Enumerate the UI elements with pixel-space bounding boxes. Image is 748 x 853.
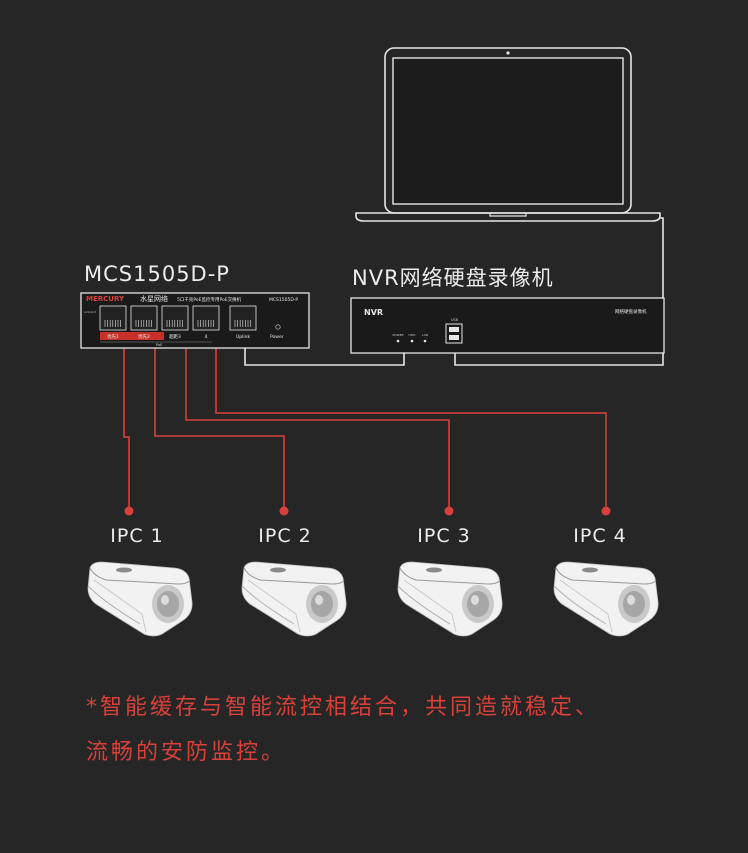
nvr-usb-label: USB bbox=[451, 318, 459, 322]
switch-port-label-5: Uplink bbox=[236, 334, 251, 340]
switch-port-1 bbox=[99, 305, 127, 331]
nvr-title: NVR网络硬盘录像机 bbox=[352, 266, 554, 290]
switch-description: 5口千兆PoE监控专用PoE交换机 bbox=[177, 296, 242, 303]
switch-port-label-3: 超距3 bbox=[169, 333, 181, 340]
ipc2-port-dot bbox=[279, 506, 289, 516]
switch-ports bbox=[99, 305, 257, 331]
nvr-front-desc: 网络硬盘录像机 bbox=[615, 308, 647, 315]
switch-port-label-2: 优先2 bbox=[138, 333, 150, 340]
caption-line-2: 流畅的安防监控。 bbox=[86, 740, 287, 765]
nvr-device: NVR 网络硬盘录像机 POWER HDD LAN USB bbox=[350, 297, 665, 354]
ipc1-port-dot bbox=[124, 506, 134, 516]
laptop bbox=[355, 47, 661, 222]
ipc-1-label: IPC 1 bbox=[110, 525, 164, 547]
nvr-indicator-led-icon bbox=[423, 339, 427, 343]
ipc-3-label: IPC 3 bbox=[417, 525, 471, 547]
ipc-2-camera-icon bbox=[241, 561, 347, 637]
nvr-indicator-led-icon bbox=[410, 339, 414, 343]
usb-port-icon bbox=[445, 323, 463, 344]
ipc4-port-dot bbox=[601, 506, 611, 516]
ipc-4-label: IPC 4 bbox=[573, 525, 627, 547]
switch-poe-label: PoE bbox=[156, 343, 162, 347]
switch-port-label-4: 4 bbox=[205, 334, 208, 340]
switch-brand-logo: MERCURY bbox=[86, 295, 125, 303]
ipc-3-camera-icon bbox=[397, 561, 503, 637]
ipc-4-camera-icon bbox=[553, 561, 659, 637]
camera-dot-icon bbox=[506, 51, 510, 55]
poe-switch: MERCURY 水星网络 5口千兆PoE监控专用PoE交换机 MCS1505D-… bbox=[80, 292, 310, 349]
ipc-2-label: IPC 2 bbox=[258, 525, 312, 547]
switch-side-label: Link/Act bbox=[84, 310, 97, 314]
power-led-icon bbox=[275, 324, 281, 330]
caption-line-1: *智能缓存与智能流控相结合，共同造就稳定、 bbox=[86, 695, 601, 720]
ipc-1-camera-icon bbox=[87, 561, 193, 637]
nvr-front-label: NVR bbox=[364, 308, 383, 317]
nvr-indicator-label-3: LAN bbox=[422, 333, 428, 337]
caption: *智能缓存与智能流控相结合，共同造就稳定、 流畅的安防监控。 bbox=[86, 685, 726, 775]
switch-model-label: MCS1505D-P bbox=[84, 262, 230, 286]
priority-ports-highlight bbox=[100, 332, 164, 340]
switch-port-label-1: 优先1 bbox=[107, 333, 119, 340]
nvr-indicator-led-icon bbox=[396, 339, 400, 343]
switch-brand-cn: 水星网络 bbox=[140, 294, 168, 303]
nvr-indicator-label-1: POWER bbox=[392, 333, 403, 337]
ipc3-port-dot bbox=[444, 506, 454, 516]
nvr-indicator-label-2: HDD bbox=[409, 333, 417, 337]
switch-model-small: MCS1505D-P bbox=[269, 297, 298, 303]
switch-power-label: Power bbox=[270, 334, 284, 340]
